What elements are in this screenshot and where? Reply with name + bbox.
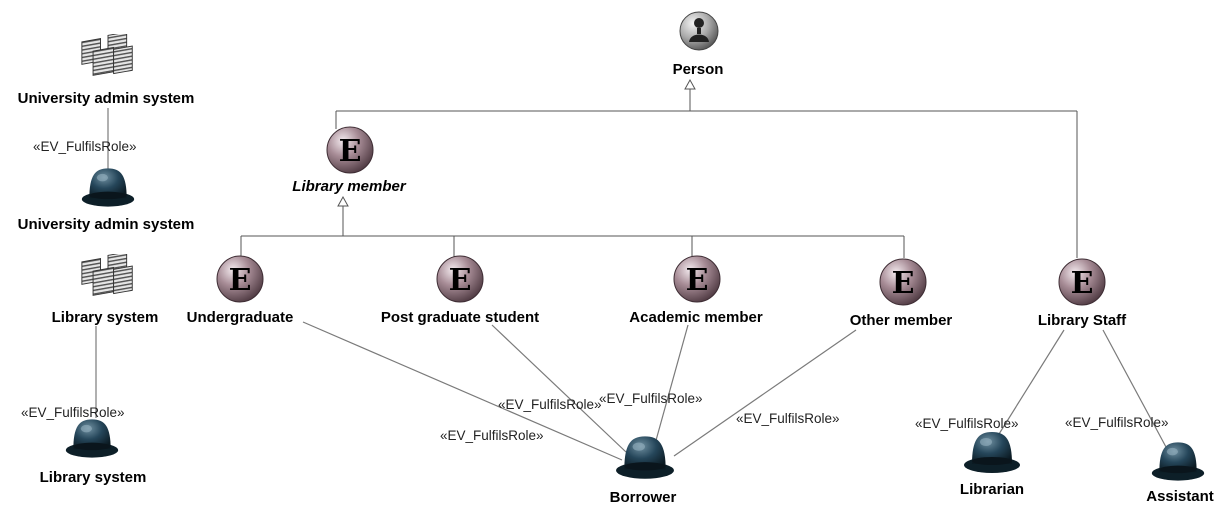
- other-member-label: Other member: [850, 312, 953, 329]
- entity-icon: E: [436, 255, 484, 303]
- fulfils-role-edges: [95, 108, 1167, 461]
- node-undergraduate[interactable]: E Undergraduate: [187, 255, 294, 326]
- stereotype-label: «EV_FulfilsRole»: [915, 416, 1019, 431]
- stereotype-label: «EV_FulfilsRole»: [498, 397, 602, 412]
- generalization-library-member: [240, 195, 905, 258]
- svg-text:E: E: [1071, 266, 1094, 301]
- stereotype-label: «EV_FulfilsRole»: [440, 428, 544, 443]
- assistant-label: Assistant: [1146, 488, 1214, 505]
- library-role-label: Library system: [40, 469, 147, 486]
- bowler-hat-icon: [1151, 442, 1205, 481]
- node-librarian[interactable]: Librarian: [960, 432, 1024, 498]
- borrower-label: Borrower: [610, 489, 677, 506]
- stereotype-labels: «EV_FulfilsRole» «EV_FulfilsRole» «EV_Fu…: [21, 139, 1169, 443]
- library-member-label: Library member: [292, 178, 407, 195]
- undergraduate-label: Undergraduate: [187, 309, 294, 326]
- node-borrower[interactable]: Borrower: [610, 436, 677, 506]
- node-library-staff[interactable]: E Library Staff: [1038, 258, 1127, 329]
- post-graduate-student-label: Post graduate student: [381, 309, 539, 326]
- generalization-person: [335, 78, 1078, 258]
- entity-icon: E: [326, 126, 374, 174]
- bowler-hat-icon: [964, 432, 1020, 473]
- university-admin-system-label: University admin system: [18, 90, 195, 107]
- node-post-graduate-student[interactable]: E Post graduate student: [381, 255, 539, 326]
- node-person[interactable]: Person: [673, 11, 724, 78]
- node-library-member[interactable]: E Library member: [292, 126, 407, 195]
- library-staff-label: Library Staff: [1038, 312, 1127, 329]
- node-university-admin-system[interactable]: University admin system: [18, 32, 195, 107]
- node-academic-member[interactable]: E Academic member: [629, 255, 763, 326]
- system-icon: [81, 254, 133, 296]
- svg-text:E: E: [892, 266, 915, 301]
- bowler-hat-icon: [616, 436, 674, 479]
- academic-member-label: Academic member: [629, 309, 763, 326]
- entity-icon: E: [673, 255, 721, 303]
- entity-icon: E: [216, 255, 264, 303]
- node-assistant[interactable]: Assistant: [1146, 442, 1214, 505]
- bowler-hat-icon: [81, 168, 135, 207]
- system-icon: [81, 34, 133, 76]
- librarian-label: Librarian: [960, 481, 1024, 498]
- stereotype-label: «EV_FulfilsRole»: [33, 139, 137, 154]
- node-university-admin-role[interactable]: University admin system: [18, 168, 195, 233]
- svg-text:E: E: [339, 134, 362, 169]
- node-library-system[interactable]: Library system: [52, 252, 159, 326]
- person-icon: [679, 11, 719, 51]
- node-library-role[interactable]: Library system: [40, 419, 147, 486]
- entity-icon: E: [1058, 258, 1106, 306]
- svg-text:E: E: [449, 263, 472, 298]
- university-admin-role-label: University admin system: [18, 216, 195, 233]
- node-other-member[interactable]: E Other member: [850, 258, 953, 329]
- library-system-label: Library system: [52, 309, 159, 326]
- stereotype-label: «EV_FulfilsRole»: [736, 411, 840, 426]
- svg-text:E: E: [686, 263, 709, 298]
- stereotype-label: «EV_FulfilsRole»: [599, 391, 703, 406]
- svg-text:E: E: [229, 263, 252, 298]
- stereotype-label: «EV_FulfilsRole»: [21, 405, 125, 420]
- person-label: Person: [673, 61, 724, 78]
- entity-icon: E: [879, 258, 927, 306]
- bowler-hat-icon: [65, 419, 119, 458]
- stereotype-label: «EV_FulfilsRole»: [1065, 415, 1169, 430]
